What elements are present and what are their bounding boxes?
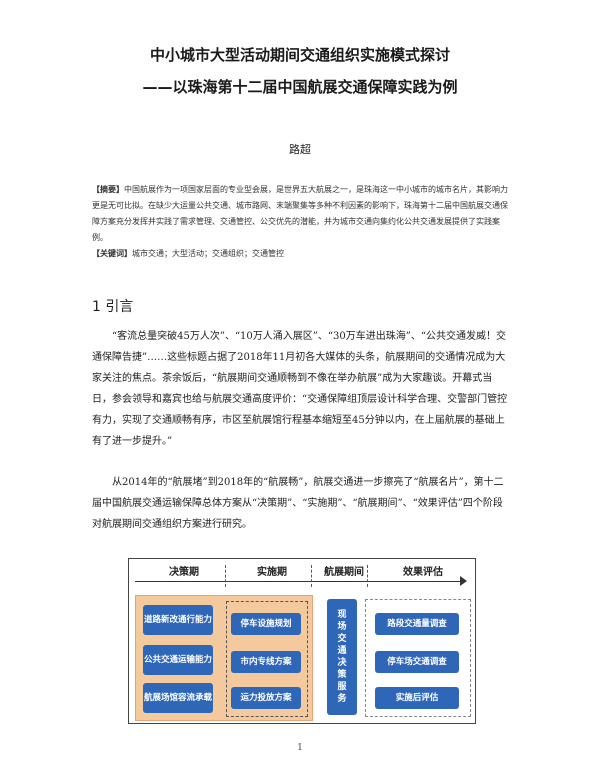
keywords: 【关键词】城市交通；大型活动；交通组织；交通管控 xyxy=(92,245,512,262)
box-transit-capacity: 公共交通运输能力 xyxy=(143,645,213,675)
phase-divider xyxy=(311,565,312,587)
keywords-text: 城市交通；大型活动；交通组织；交通管控 xyxy=(132,249,284,258)
box-parking-survey: 停车场交通调查 xyxy=(375,651,459,673)
paragraph-1: “客流总量突破45万人次”、“10万人涌入展区”、“30万车进出珠海”、“公共交… xyxy=(92,331,508,447)
implementation-group xyxy=(226,601,308,717)
evaluation-group xyxy=(365,599,471,717)
section-heading: 1 引言 xyxy=(92,299,134,315)
abstract-text: 中国航展作为一项国家层面的专业型会展，是世界五大航展之一，是珠海这一中小城市的城… xyxy=(92,185,508,242)
onsite-decision-text: 现场交通决策服务 xyxy=(337,610,347,704)
phase-label-implementation: 实施期 xyxy=(257,567,287,578)
box-road-capacity: 道路新改通行能力 xyxy=(143,605,213,635)
box-shuttle-plan: 市内专线方案 xyxy=(231,651,301,673)
abstract: 【摘要】中国航展作为一项国家层面的专业型会展，是世界五大航展之一，是珠海这一中小… xyxy=(92,181,512,246)
timeline-arrow-line xyxy=(135,581,461,582)
paper-title: 中小城市大型活动期间交通组织实施模式探讨 xyxy=(149,46,450,64)
phase-label-airshow: 航展期间 xyxy=(324,567,364,578)
box-post-evaluation: 实施后评估 xyxy=(375,687,459,709)
box-onsite-decision: 现场交通决策服务 xyxy=(327,599,357,715)
box-capacity-deployment: 运力投放方案 xyxy=(231,687,301,709)
keywords-label: 【关键词】 xyxy=(92,248,132,258)
timeline-arrow-head-icon xyxy=(460,576,467,586)
paper-subtitle: ——以珠海第十二届中国航展交通保障实践为例 xyxy=(142,78,458,96)
phase-divider xyxy=(225,565,226,587)
phase-divider xyxy=(367,565,368,587)
box-venue-capacity: 航展场馆容流承载 xyxy=(143,683,213,713)
phase-diagram: 决策期 实施期 航展期间 效果评估 道路新改通行能力 公共交通运输能力 航展场馆… xyxy=(128,558,476,724)
page-number: 1 xyxy=(297,743,303,753)
author-name: 路超 xyxy=(289,143,311,156)
abstract-label: 【摘要】 xyxy=(92,184,124,194)
box-parking-plan: 停车设施规划 xyxy=(231,613,301,635)
phase-label-decision: 决策期 xyxy=(169,567,199,578)
box-road-survey: 路段交通量调查 xyxy=(375,613,459,635)
phase-label-evaluation: 效果评估 xyxy=(403,567,443,578)
paragraph-2: 从2014年的“航展堵”到2018年的“航展畅”，航展交通进一步擦亮了“航展名片… xyxy=(92,477,504,530)
